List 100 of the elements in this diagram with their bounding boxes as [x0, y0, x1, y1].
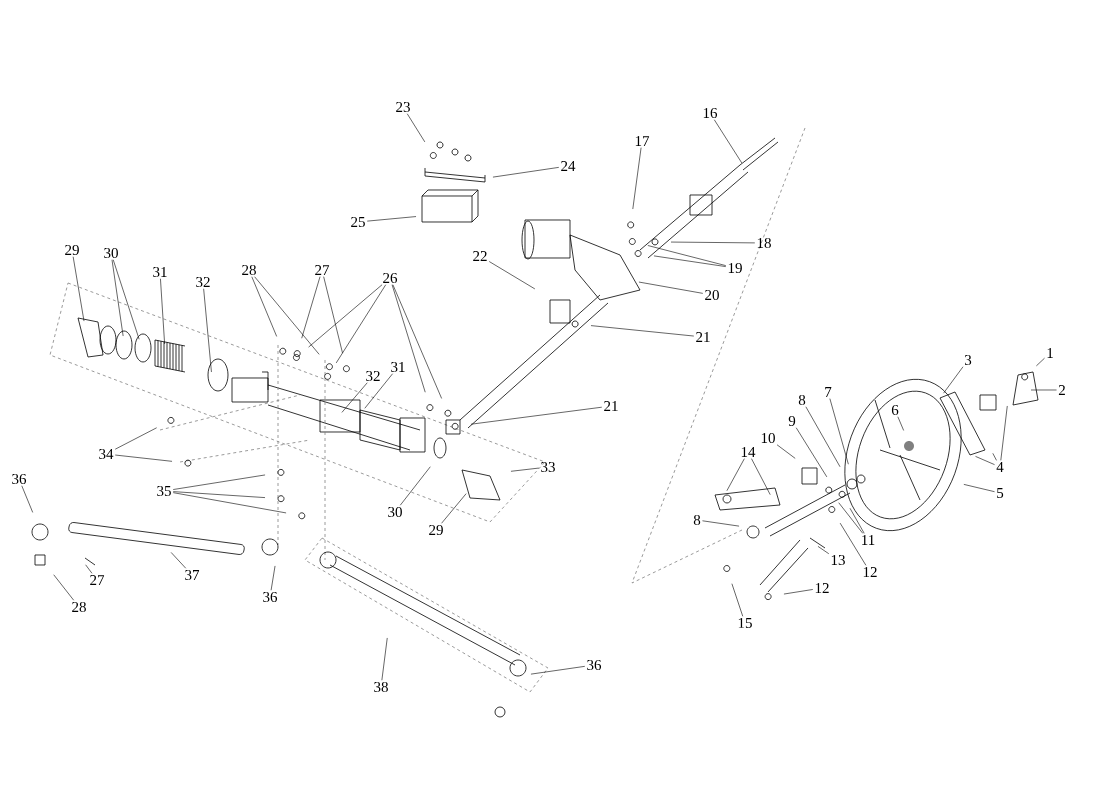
callout-number: 10: [761, 432, 775, 444]
callout-number: 32: [196, 276, 210, 288]
leader-line: [838, 502, 864, 534]
leader-line: [270, 565, 276, 591]
leader-line: [21, 485, 34, 513]
callout-number: 28: [72, 601, 86, 613]
leader-line: [392, 284, 442, 399]
leader-line: [943, 366, 964, 394]
leader-line: [488, 261, 536, 290]
leader-line: [590, 325, 695, 337]
callout-number: 36: [12, 473, 27, 485]
leader-line: [391, 284, 426, 393]
leader-line: [301, 276, 321, 339]
callout-number: 37: [185, 569, 200, 581]
leader-line: [805, 406, 841, 468]
leader-line: [172, 474, 266, 490]
callout-number: 35: [157, 485, 171, 497]
callout-number: 23: [396, 101, 410, 113]
leader-line: [963, 484, 995, 492]
callout-number: 34: [99, 448, 114, 460]
callout-number: 13: [831, 554, 845, 566]
leader-line: [530, 666, 586, 675]
leader-line: [1036, 357, 1045, 367]
callout-number: 12: [815, 583, 829, 593]
leader-line: [323, 276, 343, 354]
leader-line: [897, 416, 904, 431]
callout-number: 21: [604, 401, 618, 411]
leader-line: [114, 454, 173, 462]
leader-line: [172, 492, 287, 514]
leader-line: [776, 444, 796, 459]
callout-number: 29: [65, 244, 79, 256]
leader-line: [53, 574, 74, 601]
leader-line: [254, 276, 320, 355]
callout-number: 9: [788, 415, 796, 427]
leader-line: [653, 255, 727, 267]
leader-line: [170, 552, 187, 569]
leader-line: [1030, 389, 1057, 391]
callout-number: 5: [997, 488, 1004, 498]
callout-number: 8: [798, 394, 806, 406]
callout-number: 28: [242, 264, 256, 276]
callout-number: 16: [703, 107, 718, 119]
callout-number: 33: [541, 461, 555, 473]
callout-number: 38: [374, 681, 388, 693]
leader-line: [112, 259, 140, 340]
callout-number: 15: [738, 618, 752, 628]
callout-number: 36: [263, 591, 278, 603]
leader-line: [160, 278, 165, 345]
leader-line: [670, 241, 756, 244]
callout-number: 20: [705, 289, 719, 301]
leader-line: [341, 382, 368, 413]
leader-line: [783, 589, 814, 595]
leader-line: [632, 147, 642, 210]
leader-line: [647, 245, 727, 266]
callout-number: 1: [1047, 348, 1053, 358]
callout-number: 30: [104, 247, 118, 259]
callout-number: 27: [90, 575, 105, 585]
callout-number: 8: [693, 514, 701, 526]
leader-line: [1000, 405, 1008, 461]
leader-line: [992, 453, 997, 461]
leader-line: [839, 522, 867, 566]
leader-line: [470, 406, 603, 425]
leader-line: [381, 637, 388, 681]
callout-number: 30: [388, 506, 402, 518]
leader-line: [726, 458, 745, 492]
callout-number: 4: [996, 462, 1004, 472]
leader-line: [702, 520, 740, 527]
leader-line: [817, 546, 830, 555]
leader-line: [111, 259, 124, 337]
callout-number: 32: [366, 370, 380, 382]
leader-line: [203, 288, 212, 373]
leader-line: [714, 119, 743, 164]
leader-line: [308, 284, 383, 348]
leader-line: [441, 493, 467, 524]
leader-line: [399, 466, 431, 506]
callout-number: 6: [891, 404, 899, 416]
callout-number: 19: [728, 262, 742, 274]
callout-number: 18: [757, 237, 771, 249]
leader-line: [510, 467, 540, 472]
leader-line: [751, 458, 771, 495]
leader-line: [114, 427, 157, 450]
callout-number: 36: [587, 659, 602, 671]
leader-line: [975, 456, 995, 465]
callout-number: 24: [561, 161, 576, 171]
callout-number: 31: [153, 266, 167, 278]
callout-number: 14: [741, 447, 756, 457]
callout-number: 22: [473, 251, 487, 261]
callout-number: 26: [383, 272, 398, 284]
leader-line: [85, 564, 93, 574]
callout-number: 7: [825, 387, 832, 397]
leader-line: [172, 491, 266, 498]
callout-number: 25: [351, 216, 365, 228]
leader-line: [638, 281, 704, 294]
leader-line: [364, 373, 393, 409]
callout-number: 11: [862, 535, 875, 545]
callout-number: 12: [863, 567, 877, 577]
callout-number: 27: [315, 265, 330, 275]
leader-line: [849, 507, 865, 534]
leader-line: [731, 583, 744, 617]
callout-number: 21: [696, 332, 710, 342]
leader-line: [72, 256, 85, 322]
